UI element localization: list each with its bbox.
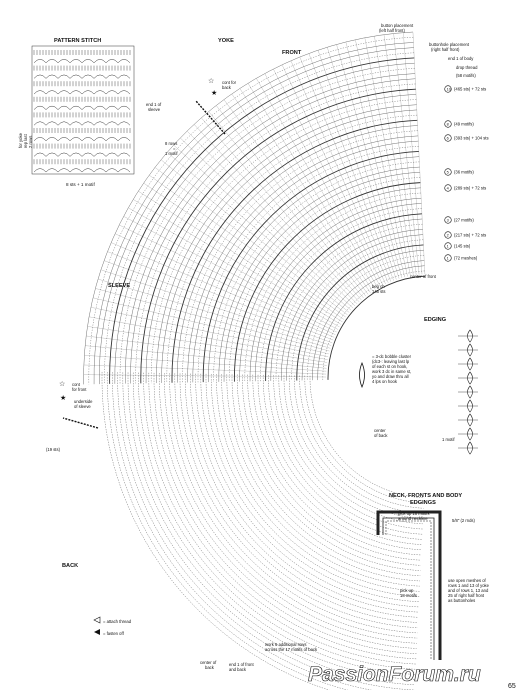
pick-up-side-sub: 18 motifs <box>400 593 417 598</box>
rows-motif-sub: 1 motif <box>165 151 178 156</box>
end-sleeve-sub: sleeve <box>148 107 161 112</box>
row-marker-number: 6 <box>447 137 449 141</box>
svg-text:yo and draw thru all: yo and draw thru all <box>372 374 409 379</box>
svg-text:= 3-dc bobble cluster: = 3-dc bobble cluster <box>372 354 412 359</box>
underside-sub: of sleeve <box>74 404 91 409</box>
rows-motif-eq: = <box>173 146 176 151</box>
row-marker-label: (72 meshes) <box>454 256 478 261</box>
row-marker-label: (289 sts) + 72 sts <box>454 186 486 191</box>
svg-text:for yoke: for yoke <box>18 132 23 148</box>
row-marker-number: 10 <box>447 88 451 92</box>
end-body-label: end 1 of body <box>448 56 474 61</box>
pattern-side-label: for yoke rep last 2 rows <box>18 132 33 148</box>
svg-text:and of rows 1, 13 and: and of rows 1, 13 and <box>448 588 489 593</box>
row-marker-label: (217 sts) + 72 sts <box>454 233 486 238</box>
neck-edgings-heading-1: NECK, FRONTS AND BODY <box>389 493 462 499</box>
svg-text:rows 1 and 13 of yoke: rows 1 and 13 of yoke <box>448 583 490 588</box>
edging-strip <box>458 329 478 455</box>
button-placement-label: button placement <box>381 23 414 28</box>
row-marker-number: 1 <box>447 245 449 249</box>
svg-text:☆: ☆ <box>59 380 65 388</box>
neck-edgings-heading-2: EDGINGS <box>410 500 436 506</box>
svg-text:(dc3-: leaving last lp: (dc3-: leaving last lp <box>372 359 410 364</box>
bottom-center-back: center of <box>200 660 217 665</box>
pick-up-top-label: pick up 18 motifs <box>398 511 429 516</box>
row-marker-number: 1 <box>447 257 449 261</box>
svg-text:2 rows: 2 rows <box>28 136 33 148</box>
svg-text:as buttonholes: as buttonholes <box>448 598 475 603</box>
pattern-motif-label: 8 sts + 1 motif <box>66 182 95 187</box>
cont-front-label: cont <box>72 382 81 387</box>
rows-motif-label: 8 rows <box>165 141 177 146</box>
row-marker-number: 8 <box>447 123 449 127</box>
row-number-markers: 10 8 6 5 4 3 2 1 1 <box>444 85 452 262</box>
svg-text:work 3 dc in same st,: work 3 dc in same st, <box>372 369 411 374</box>
pick-up-top-sub: around neckline <box>398 516 428 521</box>
row-marker-label: (27 motifs) <box>454 218 474 223</box>
bottom-center-back-sub: back <box>205 665 215 670</box>
beg-ch-sub: 146 sts <box>372 289 386 294</box>
row-marker-number: 4 <box>447 187 449 191</box>
legend-symbols <box>93 361 365 635</box>
svg-text:★: ★ <box>211 89 217 97</box>
watermark-logo: PassionForum.ru <box>308 663 481 686</box>
beg-ch-label: beg ch <box>372 284 385 289</box>
row-marker-label: (145 sts) <box>454 244 471 249</box>
row-marker-label: (49 motifs) <box>454 122 474 127</box>
yoke-heading: YOKE <box>218 38 234 44</box>
center-back-label: center <box>374 428 386 433</box>
svg-text:rep last: rep last <box>23 133 28 148</box>
yoke-fan-diagram <box>62 31 426 690</box>
drop-thread-label: drop thread <box>456 65 478 70</box>
one-motif-label: 1 motif <box>442 437 455 442</box>
bobble-note: = 3-dc bobble cluster (dc3-: leaving las… <box>372 354 412 384</box>
row-marker-label: (465 sts) + 72 sts <box>454 87 486 92</box>
work-more-label: work 6 additional rows <box>265 642 306 647</box>
edging-heading: EDGING <box>424 317 446 323</box>
front-heading: FRONT <box>282 50 302 56</box>
pattern-stitch-heading: PATTERN STITCH <box>54 38 101 44</box>
back-heading: BACK <box>62 563 78 569</box>
center-front-label: center of front <box>410 274 437 279</box>
row-marker-label: (36 motifs) <box>454 170 474 175</box>
legend-fasten: = fasten off <box>103 631 125 636</box>
pattern-stitch-swatch <box>31 45 135 175</box>
button-placement-sub: (left half front) <box>379 28 405 33</box>
legend-attach: = attach thread <box>103 619 132 624</box>
svg-text:use open meshes of: use open meshes of <box>448 578 487 583</box>
work-more-sub: across the 17 motifs of back <box>265 647 318 652</box>
svg-text:25 of right half front: 25 of right half front <box>448 593 485 598</box>
row-marker-label: (393 sts) + 104 sts <box>454 136 489 141</box>
svg-text:of each st on hook,: of each st on hook, <box>372 364 407 369</box>
sleeve-heading: SLEEVE <box>108 283 130 289</box>
row-marker-number: 2 <box>447 234 449 238</box>
row-marker-number: 5 <box>447 171 449 175</box>
buttonhole-sub: (right half front) <box>431 47 460 52</box>
row-marker-number: 3 <box>447 219 449 223</box>
width-label: 5/8" (2 rnds) <box>452 518 476 523</box>
buttonhole-label: buttonhole placement <box>429 42 470 47</box>
end-sleeve-label: end 1 of <box>146 102 162 107</box>
underside-label: underside <box>74 399 93 404</box>
cont-front-sub: for front <box>72 387 87 392</box>
buttonholes-note: use open meshes of rows 1 and 13 of yoke… <box>448 578 490 603</box>
neck-edging-schematic <box>376 510 442 660</box>
end-front-back-label: end 1 of front <box>229 662 255 667</box>
cont-back-label: cont for <box>222 80 237 85</box>
page-number: 65 <box>508 683 516 690</box>
sts19-label: (19 sts) <box>46 447 61 452</box>
svg-text:4 lps on hook: 4 lps on hook <box>372 379 398 384</box>
svg-text:☆: ☆ <box>208 77 214 85</box>
pick-up-side-label: pick up <box>400 588 414 593</box>
motifs-58-label: (58 motifs) <box>456 73 476 78</box>
cont-back-sub: back <box>222 85 232 90</box>
center-back-sub: of back <box>374 433 388 438</box>
star-markers: ☆ ★ ☆ ★ <box>59 77 217 402</box>
end-front-back-sub: and back <box>229 667 247 672</box>
svg-text:★: ★ <box>60 394 66 402</box>
